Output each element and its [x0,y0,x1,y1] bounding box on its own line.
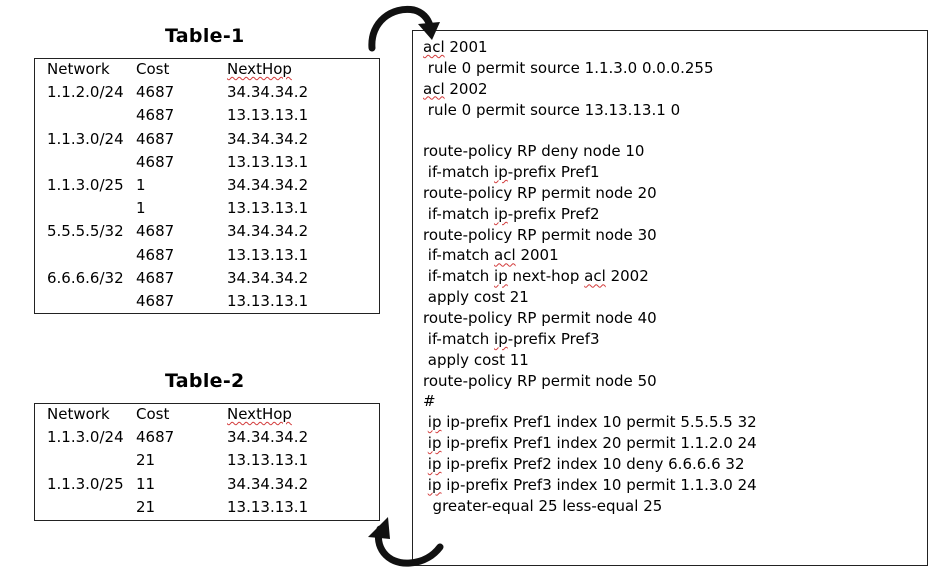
cell-cost: 4687 [136,291,175,310]
config-line: acl 2002 [423,79,488,98]
config-lines: acl 2001 rule 0 permit source 1.1.3.0 0.… [423,37,757,516]
table-row: 4687 13.13.13.1 [35,105,379,128]
config-line: if-match acl 2001 [427,246,559,265]
config-line [423,120,757,141]
cell-nexthop: 34.34.34.2 [227,175,309,194]
cell-cost: 4687 [136,222,175,241]
table-header-row: Network Cost NextHop [35,404,379,427]
table-row: 21 13.13.13.1 [35,497,379,520]
cell-cost: 4687 [136,129,175,148]
cell-nexthop: 34.34.34.2 [227,474,309,493]
table1-title: Table-1 [165,25,245,47]
config-line: route-policy RP permit node 20 [423,183,657,202]
cell-cost: 21 [136,497,156,516]
config-line: ip ip-prefix Pref3 index 10 permit 1.1.3… [427,475,757,494]
header-cost: Cost [136,60,170,78]
table-row: 4687 13.13.13.1 [35,152,379,175]
cell-nexthop: 13.13.13.1 [227,106,309,125]
config-line: ip ip-prefix Pref1 index 10 permit 5.5.5… [427,413,757,432]
config-line: route-policy RP permit node 40 [423,308,657,327]
table-row: 1.1.3.0/24 4687 34.34.34.2 [35,129,379,152]
config-line: if-match ip next-hop acl 2002 [427,267,649,286]
table-row: 1.1.2.0/24 4687 34.34.34.2 [35,82,379,105]
config-line: # [423,392,436,411]
config-line: ip ip-prefix Pref2 index 10 deny 6.6.6.6… [427,454,745,473]
config-line: acl 2001 [423,38,488,56]
config-line: ip ip-prefix Pref1 index 20 permit 1.1.2… [427,434,757,453]
cell-network: 1.1.3.0/25 [47,175,124,194]
cell-network: 1.1.3.0/24 [47,428,124,447]
table-header-row: Network Cost NextHop [35,59,379,82]
header-nexthop: NextHop [227,60,292,78]
cell-nexthop: 13.13.13.1 [227,497,309,516]
config-line: route-policy RP permit node 50 [423,371,657,390]
cell-cost: 1 [136,199,146,218]
config-line: greater-equal 25 less-equal 25 [432,496,663,515]
header-nexthop: NextHop [227,405,292,423]
table2-title: Table-2 [165,370,245,392]
cell-cost: 4687 [136,83,175,102]
config-line: rule 0 permit source 13.13.13.1 0 [427,100,681,119]
cell-nexthop: 13.13.13.1 [227,291,309,310]
config-line: if-match ip-prefix Pref3 [427,329,600,348]
cell-nexthop: 34.34.34.2 [227,222,309,241]
table1: Network Cost NextHop 1.1.2.0/24 4687 34.34.34… [34,58,380,314]
table-row: 6.6.6.6/32 4687 34.34.34.2 [35,268,379,291]
config-line: apply cost 11 [427,350,529,369]
table-row: 21 13.13.13.1 [35,450,379,473]
table-row: 1 13.13.13.1 [35,198,379,221]
route-policy-config-panel: acl 2001 rule 0 permit source 1.1.3.0 0.… [412,30,928,566]
cell-cost: 4687 [136,428,175,447]
curved-arrow-top-icon [368,5,440,52]
cell-nexthop: 13.13.13.1 [227,245,309,264]
config-line: route-policy RP permit node 30 [423,225,657,244]
table2: Network Cost NextHop 1.1.3.0/24 4687 34.34.34… [34,403,380,521]
cell-nexthop: 34.34.34.2 [227,428,309,447]
table-row: 4687 13.13.13.1 [35,291,379,314]
config-line: apply cost 21 [427,288,529,307]
header-network: Network [47,60,110,78]
cell-network: 1.1.2.0/24 [47,83,124,102]
cell-cost: 21 [136,451,156,470]
cell-nexthop: 34.34.34.2 [227,268,309,287]
config-line: rule 0 permit source 1.1.3.0 0.0.0.255 [427,58,714,77]
cell-cost: 4687 [136,245,175,264]
cell-cost: 4687 [136,106,175,125]
cell-cost: 4687 [136,152,175,171]
cell-network: 1.1.3.0/25 [47,474,124,493]
header-cost: Cost [136,405,170,423]
table-row: 1.1.3.0/24 4687 34.34.34.2 [35,427,379,450]
cell-nexthop: 13.13.13.1 [227,451,309,470]
cell-nexthop: 13.13.13.1 [227,152,309,171]
cell-nexthop: 13.13.13.1 [227,199,309,218]
cell-cost: 11 [136,474,156,493]
config-line: if-match ip-prefix Pref1 [427,163,600,182]
cell-network: 1.1.3.0/24 [47,129,124,148]
cell-network: 6.6.6.6/32 [47,268,124,287]
config-line: route-policy RP deny node 10 [423,142,645,161]
config-line: if-match ip-prefix Pref2 [427,204,600,223]
curved-arrow-bottom-icon [368,517,444,567]
table-row: 5.5.5.5/32 4687 34.34.34.2 [35,221,379,244]
cell-cost: 1 [136,175,146,194]
cell-nexthop: 34.34.34.2 [227,129,309,148]
header-network: Network [47,405,110,423]
table-row: 1.1.3.0/25 11 34.34.34.2 [35,474,379,497]
cell-network: 5.5.5.5/32 [47,222,124,241]
cell-nexthop: 34.34.34.2 [227,83,309,102]
table-row: 1.1.3.0/25 1 34.34.34.2 [35,175,379,198]
table-row: 4687 13.13.13.1 [35,245,379,268]
cell-cost: 4687 [136,268,175,287]
